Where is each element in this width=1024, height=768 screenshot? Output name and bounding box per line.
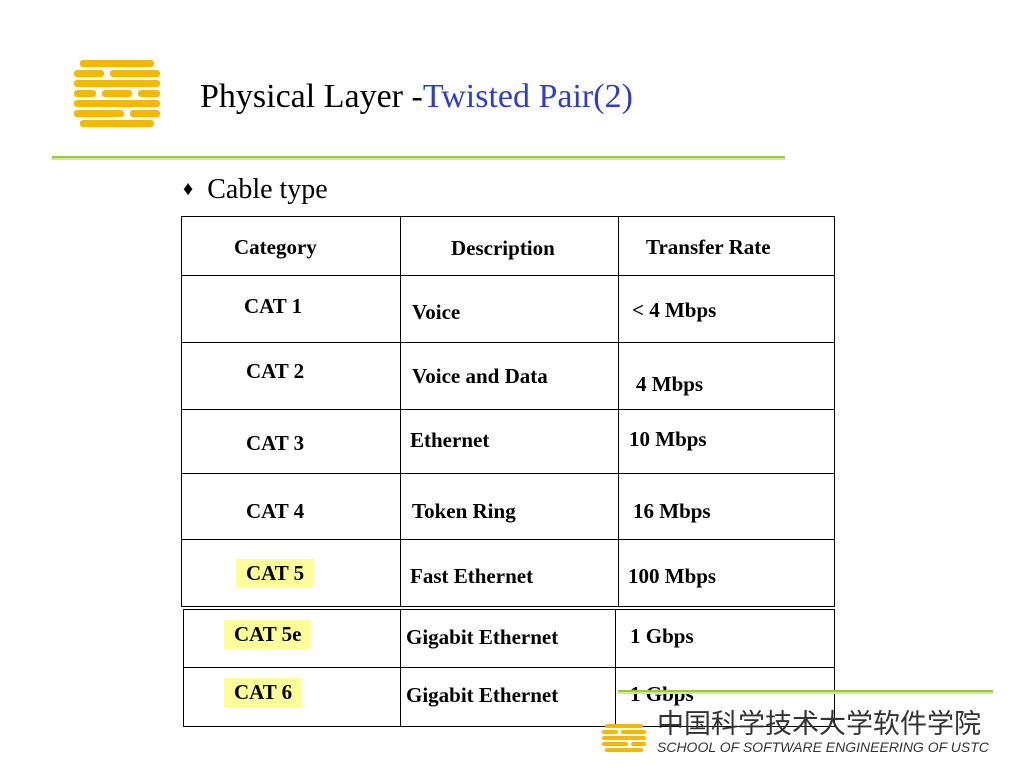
rate-cell: 1 Gbps (615, 667, 835, 727)
ustc-stripe-logo-icon (74, 60, 160, 127)
rate-cell: 1 Gbps (615, 609, 835, 668)
category-text: CAT 4 (246, 499, 305, 523)
description-cell: Fast Ethernet (400, 539, 619, 607)
category-highlight: CAT 5 (236, 559, 315, 588)
category-text: CAT 1 (244, 294, 303, 318)
header-cell: Category (181, 216, 401, 276)
rate-text: 4 Mbps (636, 372, 704, 396)
bullet-text: Cable type (207, 174, 328, 205)
description-text: Fast Ethernet (410, 564, 534, 588)
rate-cell: < 4 Mbps (618, 275, 835, 343)
ustc-footer-logo-icon (602, 724, 646, 752)
category-cell: CAT 3 (181, 409, 401, 474)
header-description: Description (451, 236, 555, 260)
header-cell: Description (400, 216, 619, 276)
table-row: CAT 1 Voice < 4 Mbps (181, 275, 835, 343)
header-transfer-rate: Transfer Rate (646, 235, 771, 259)
bullet-item: ♦ Cable type (183, 174, 328, 206)
cable-table-extension: CAT 5e Gigabit Ethernet 1 Gbps CAT 6 Gig… (183, 609, 835, 727)
category-cell: CAT 2 (181, 342, 401, 410)
footer-school-chinese: 中国科学技术大学软件学院 (657, 709, 981, 740)
table-row: CAT 3 Ethernet 10 Mbps (181, 409, 835, 474)
rate-text: 16 Mbps (633, 499, 711, 523)
title-main: Physical Layer - (200, 78, 423, 115)
category-highlight: CAT 6 (224, 678, 303, 707)
description-cell: Voice (400, 275, 619, 343)
rate-cell: 10 Mbps (618, 409, 835, 474)
description-text: Voice (412, 300, 461, 324)
table-header-row: Category Description Transfer Rate (181, 216, 835, 276)
table-row: CAT 5 Fast Ethernet 100 Mbps (181, 539, 835, 607)
rate-cell: 100 Mbps (618, 539, 835, 607)
category-cell: CAT 1 (181, 275, 401, 343)
category-cell: CAT 5e (183, 609, 401, 668)
description-text: Ethernet (410, 428, 490, 452)
diamond-bullet-icon: ♦ (183, 178, 194, 200)
footer-school-english: SCHOOL OF SOFTWARE ENGINEERING OF USTC (657, 739, 989, 755)
description-text: Voice and Data (412, 364, 548, 388)
description-text: Gigabit Ethernet (406, 683, 559, 707)
rate-cell: 4 Mbps (618, 342, 835, 410)
title-accent: Twisted Pair(2) (422, 78, 633, 115)
rate-text: 1 Gbps (630, 624, 694, 648)
category-text: CAT 3 (246, 431, 305, 455)
cable-table: Category Description Transfer Rate CAT 1… (181, 216, 835, 607)
category-text: CAT 2 (246, 359, 305, 383)
header-cell: Transfer Rate (618, 216, 835, 276)
rate-text: 10 Mbps (629, 427, 707, 451)
title-divider (52, 156, 785, 160)
header-category: Category (234, 235, 317, 259)
footer-divider (618, 690, 993, 694)
table-row: CAT 6 Gigabit Ethernet 1 Gbps (183, 667, 835, 727)
description-cell: Gigabit Ethernet (400, 667, 616, 727)
description-cell: Token Ring (400, 473, 619, 540)
category-highlight: CAT 5e (224, 620, 312, 649)
rate-text: < 4 Mbps (632, 298, 717, 322)
category-cell: CAT 5 (181, 539, 401, 607)
category-cell: CAT 4 (181, 473, 401, 540)
rate-text: 100 Mbps (628, 564, 717, 588)
table-row: CAT 4 Token Ring 16 Mbps (181, 473, 835, 540)
description-cell: Voice and Data (400, 342, 619, 410)
table-row: CAT 2 Voice and Data 4 Mbps (181, 342, 835, 410)
description-cell: Ethernet (400, 409, 619, 474)
description-cell: Gigabit Ethernet (400, 609, 616, 668)
page-title: Physical Layer -Twisted Pair(2) (200, 78, 633, 116)
rate-text: 1 Gbps (630, 682, 694, 706)
category-cell: CAT 6 (183, 667, 401, 727)
rate-cell: 16 Mbps (618, 473, 835, 540)
description-text: Gigabit Ethernet (406, 625, 559, 649)
description-text: Token Ring (412, 499, 516, 523)
table-row: CAT 5e Gigabit Ethernet 1 Gbps (183, 609, 835, 668)
